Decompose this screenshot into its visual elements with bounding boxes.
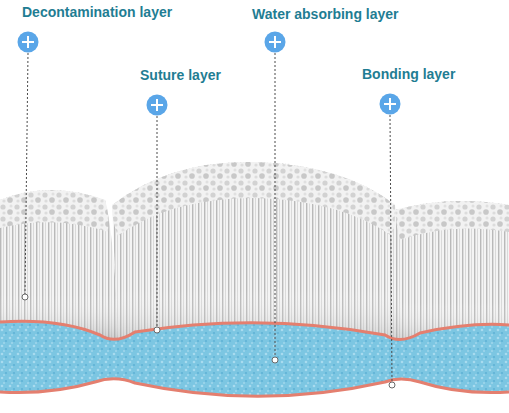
leader-line <box>157 116 158 327</box>
leader-line <box>275 53 276 357</box>
part-label: Bonding layer <box>362 66 455 83</box>
leader-line <box>25 53 28 294</box>
leader-dot <box>154 327 160 333</box>
bonding-line <box>0 379 509 397</box>
leader-dot <box>22 294 28 300</box>
plus-icon <box>18 32 39 53</box>
microfiber-layer <box>0 162 509 345</box>
plus-icon <box>380 94 401 115</box>
part-label: Decontamination layer <box>22 4 172 21</box>
plus-icon <box>265 32 286 53</box>
leader-dot <box>389 382 395 388</box>
leader-dot <box>272 357 278 363</box>
sponge-layer <box>0 321 509 396</box>
suture-line <box>0 321 509 339</box>
leader-line <box>390 115 392 382</box>
plus-icon <box>147 95 168 116</box>
part-label: Suture layer <box>140 67 221 84</box>
part-label: Water absorbing layer <box>252 6 399 23</box>
